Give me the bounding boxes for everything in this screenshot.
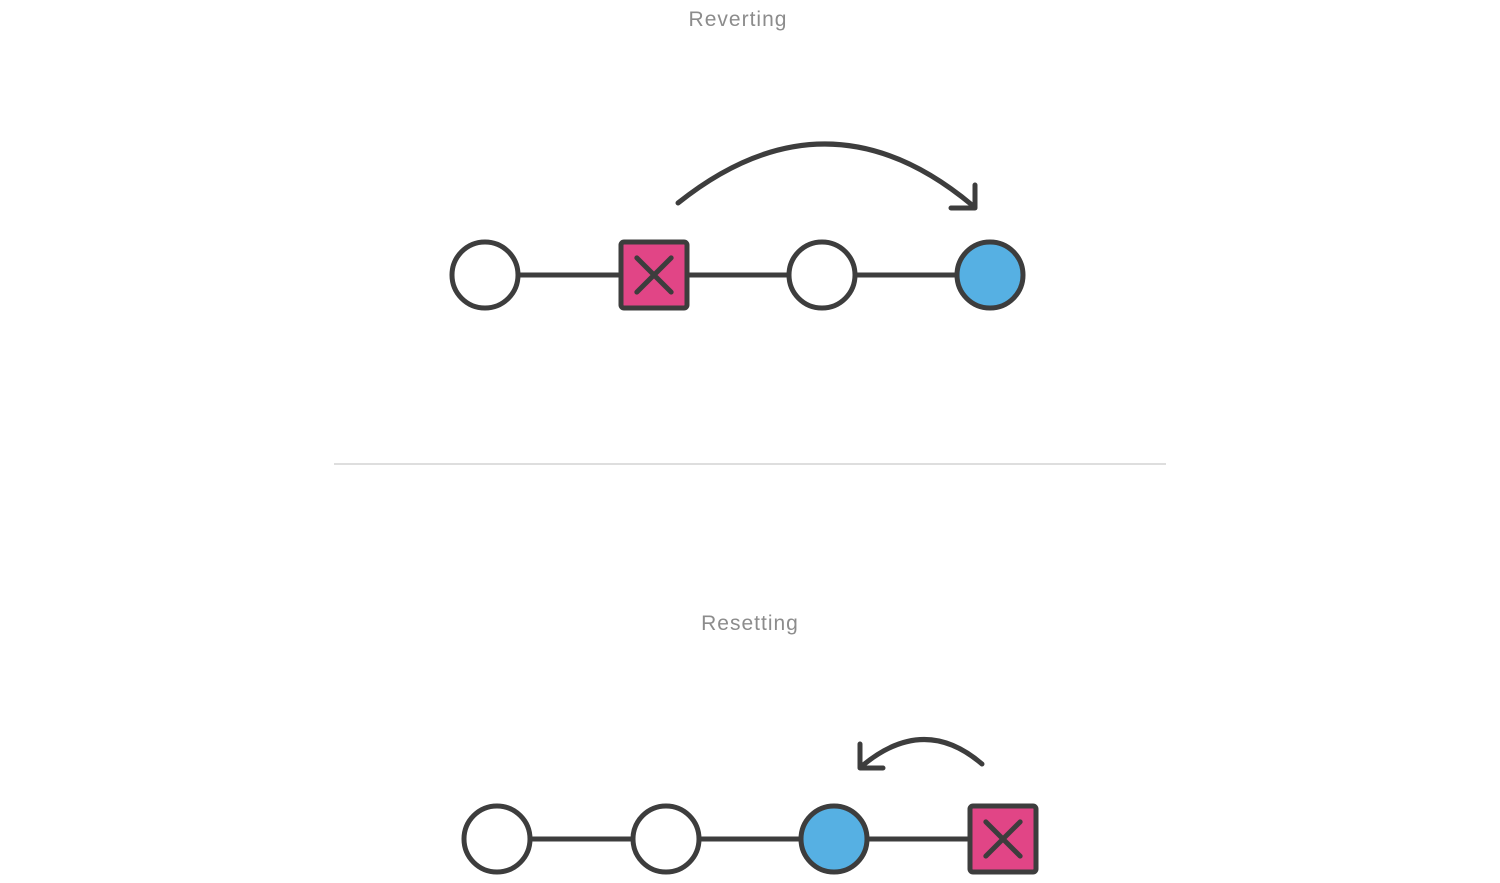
reverting-diagram (449, 141, 1026, 311)
x-mark-icon (983, 819, 1023, 859)
resetting-diagram (461, 737, 1039, 875)
head-commit-node (798, 803, 870, 875)
commit-node (461, 803, 533, 875)
x-mark-icon (634, 255, 674, 295)
commit-node (449, 239, 521, 311)
backward-arrow (859, 737, 985, 769)
arrowhead-icon (857, 741, 886, 771)
head-commit-node (954, 239, 1026, 311)
reverting-title: Reverting (688, 8, 788, 31)
forward-arrow (675, 141, 975, 208)
section-divider (334, 463, 1166, 465)
commit-node (786, 239, 858, 311)
resetting-title: Resetting (701, 612, 799, 635)
commit-node (630, 803, 702, 875)
arrowhead-icon (948, 182, 978, 211)
